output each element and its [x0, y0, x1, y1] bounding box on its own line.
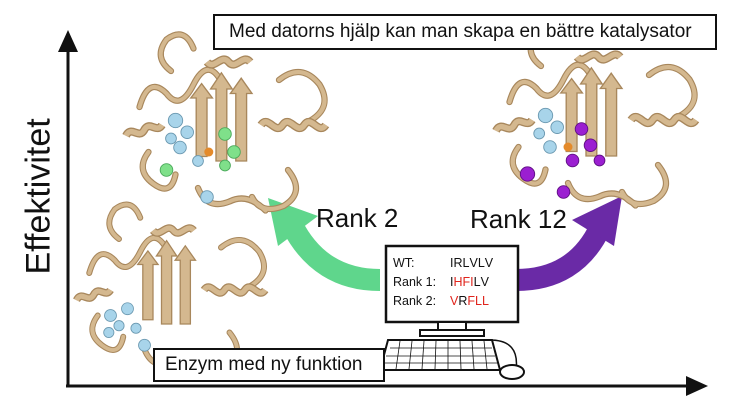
sequence-letters: VRFLL — [450, 294, 489, 308]
enzyme-label-box: Enzym med ny funktion — [153, 348, 385, 382]
y-axis — [58, 30, 78, 386]
keyboard-icon — [378, 339, 502, 371]
computer-icon — [384, 244, 520, 337]
sequence-letters: IHFILV — [450, 275, 489, 289]
sequence-row: Rank 1: IHFILV — [393, 273, 511, 292]
mouse-icon — [489, 339, 525, 380]
protein-rank2 — [126, 34, 326, 210]
x-axis — [66, 376, 708, 396]
sequence-row: Rank 2: VRFLL — [393, 292, 511, 311]
sequence-row: WT: IRLVLV — [393, 254, 511, 273]
sequence-name: WT: — [393, 256, 415, 270]
sequence-name: Rank 1: — [393, 275, 437, 289]
protein-bottom-left — [77, 204, 266, 370]
rank2-label: Rank 2 — [316, 203, 399, 233]
sequence-name: Rank 2: — [393, 294, 437, 308]
title-box: Med datorns hjälp kan man skapa en bättr… — [213, 14, 717, 50]
sequence-letters: IRLVLV — [450, 256, 494, 270]
protein-rank12 — [496, 29, 696, 205]
rank12-label: Rank 12 — [470, 204, 567, 234]
arrow-to-rank12 — [515, 196, 622, 291]
computer-screen-text: WT: IRLVLV Rank 1: IHFILV Rank 2: VRFLL — [393, 254, 511, 311]
y-axis-label: Effektivitet — [19, 118, 58, 275]
